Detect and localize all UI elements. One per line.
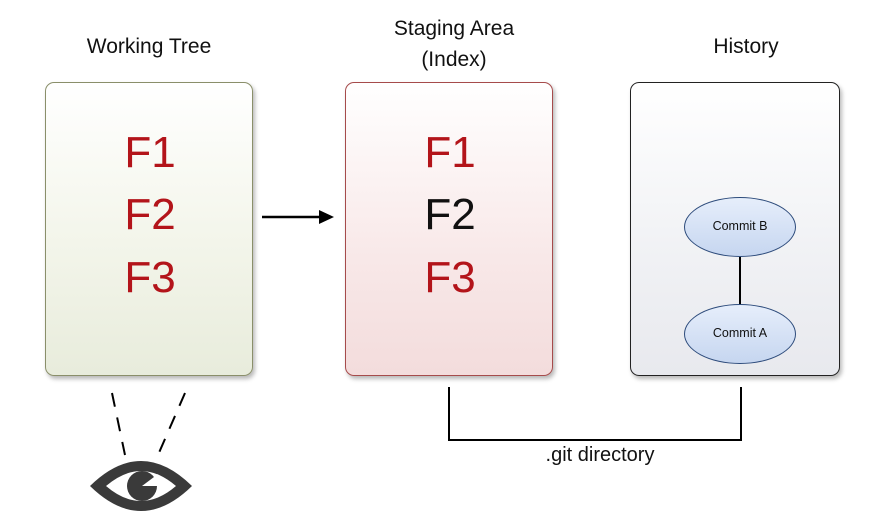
staging-file-f1: F1 [424, 128, 476, 177]
working-tree-file-f3: F3 [124, 253, 176, 302]
commit-a-node: Commit A [684, 304, 796, 364]
staging-area-panel: F1 F2 F3 [345, 82, 553, 376]
working-tree-heading: Working Tree [86, 35, 212, 58]
working-tree-file-f1: F1 [124, 128, 176, 177]
git-directory-label: .git directory [545, 444, 655, 466]
working-tree-panel: F1 F2 F3 [45, 82, 253, 376]
commit-b-node: Commit B [684, 197, 796, 257]
index-subheading: (Index) [421, 48, 487, 71]
history-heading: History [713, 35, 779, 58]
right-arrow-icon [262, 210, 334, 224]
staging-area-heading: Staging Area [393, 17, 515, 40]
eye-icon [90, 461, 192, 511]
commit-b-label: Commit B [712, 219, 768, 233]
staging-file-f3: F3 [424, 253, 476, 302]
staging-file-f2: F2 [424, 190, 476, 239]
commit-a-label: Commit A [712, 326, 768, 340]
git-directory-bracket [448, 387, 742, 441]
working-tree-file-f2: F2 [124, 190, 176, 239]
gaze-lines [111, 392, 186, 456]
